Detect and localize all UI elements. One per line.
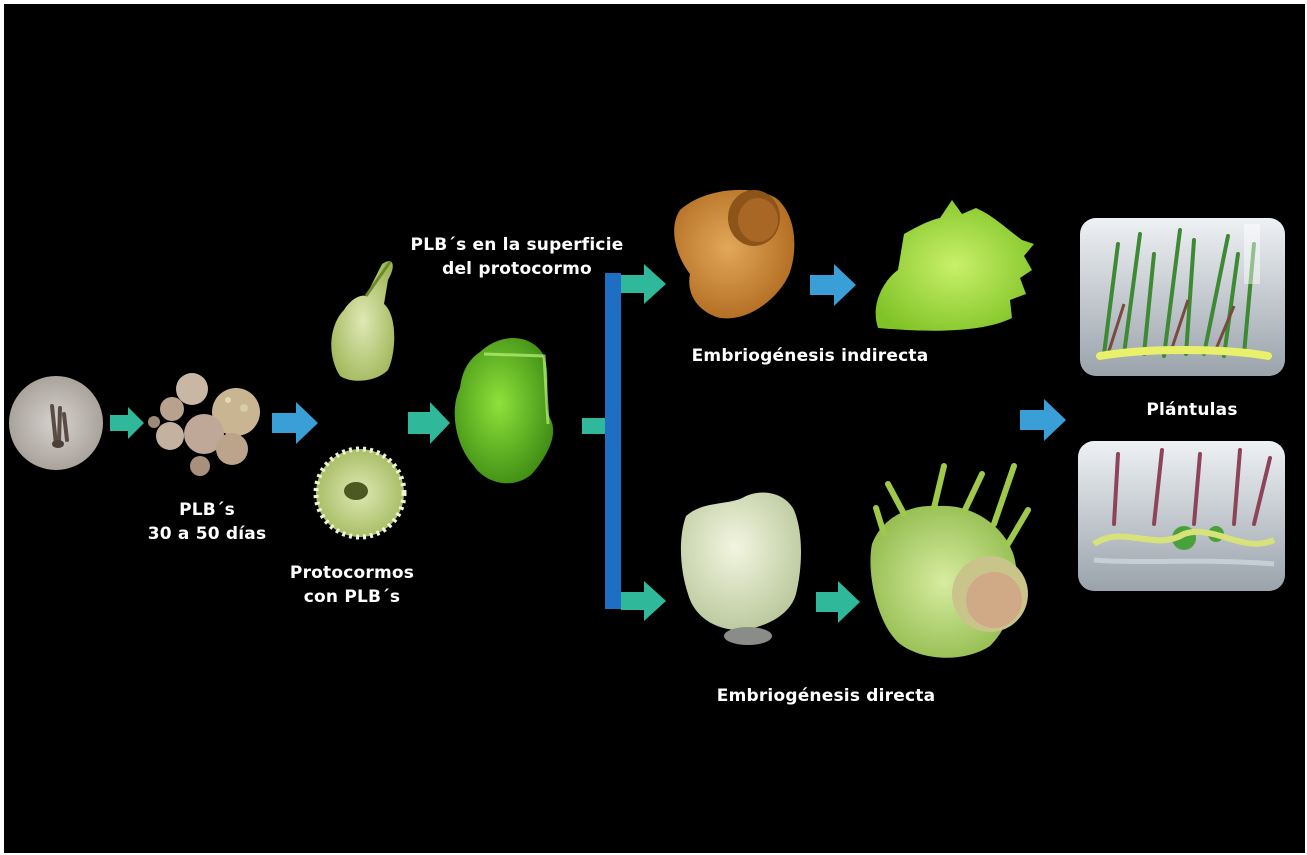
label-plantulas: Plántulas — [1146, 398, 1237, 422]
diagram-canvas: PLB´s 30 a 50 días Protocormos con PLB´s… — [4, 4, 1305, 853]
label-protocormos: Protocormos con PLB´s — [290, 561, 414, 609]
arrow-teal-top-branch — [621, 264, 666, 304]
protocorm-surface-photo — [455, 338, 553, 483]
callus-indirect-photo — [674, 190, 794, 319]
label-embriogenesis-directa: Embriogénesis directa — [717, 684, 936, 708]
connector-stub — [582, 418, 608, 434]
label-plbs-line2: 30 a 50 días — [148, 522, 267, 546]
plantlets-jar-photo-top — [1080, 218, 1285, 376]
arrow-blue-1 — [272, 402, 318, 444]
label-plbs-line1: PLB´s — [148, 498, 267, 522]
arrow-teal-bottom-branch — [621, 581, 666, 621]
plb-cluster-photo — [148, 373, 260, 476]
arrow-blue-plantulas — [1020, 399, 1066, 441]
arrow-teal-1 — [110, 407, 144, 439]
protocorm-leaf-photo — [331, 261, 394, 381]
arrow-teal-2 — [408, 402, 450, 444]
label-superficie-line1: PLB´s en la superficie — [411, 233, 624, 257]
diagram-graphics — [4, 4, 1305, 853]
label-superficie: PLB´s en la superficie del protocormo — [411, 233, 624, 281]
arrow-blue-top-row — [810, 264, 856, 306]
seed-photo — [9, 376, 103, 470]
callus-direct-photo — [681, 492, 801, 645]
embryos-indirect-photo — [876, 200, 1034, 331]
label-protocormos-line1: Protocormos — [290, 561, 414, 585]
label-superficie-line2: del protocormo — [411, 257, 624, 281]
protocorm-rosette-photo — [316, 449, 404, 537]
branch-bar — [605, 273, 621, 609]
arrow-teal-bottom-row — [816, 581, 860, 623]
label-protocormos-line2: con PLB´s — [290, 585, 414, 609]
embryos-direct-photo — [870, 466, 1028, 658]
label-embriogenesis-indirecta: Embriogénesis indirecta — [692, 344, 929, 368]
plantlets-jar-photo-bottom — [1078, 441, 1285, 591]
label-plbs: PLB´s 30 a 50 días — [148, 498, 267, 546]
